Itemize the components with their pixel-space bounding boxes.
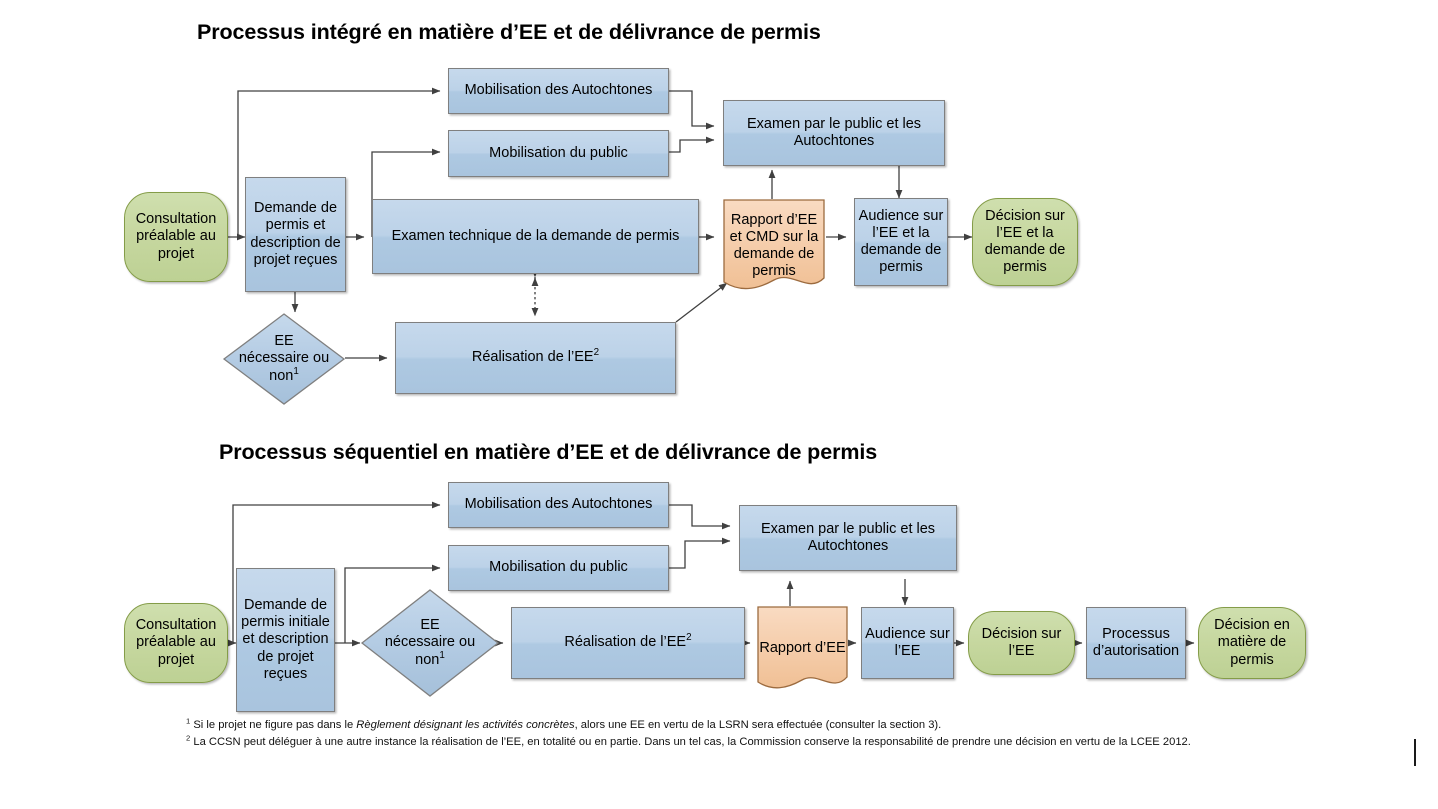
d2-label-mob-public: Mobilisation du public: [489, 559, 628, 576]
d2-node-rapport-ee[interactable]: Rapport d’EE: [756, 605, 849, 693]
d2-node-processus-autorisation[interactable]: Processus d’autorisation: [1086, 607, 1186, 679]
d2-label-mob-autochtones: Mobilisation des Autochtones: [464, 496, 653, 513]
d1-node-rapport-ee-cmd[interactable]: Rapport d’EE et CMD sur la demande de pe…: [722, 198, 826, 294]
diamond-shape-icon: [222, 313, 346, 405]
d1-node-demande-permis[interactable]: Demande de permis et description de proj…: [245, 177, 346, 292]
d1-node-realisation-ee[interactable]: Réalisation de l’EE2: [395, 322, 676, 394]
d1-realisation-footnote-marker: 2: [593, 347, 600, 359]
d2-label-audience: Audience sur l’EE: [865, 625, 950, 659]
d2-node-mobilisation-public[interactable]: Mobilisation du public: [448, 545, 669, 591]
d2-node-decision-ee[interactable]: Décision sur l’EE: [968, 611, 1075, 675]
d2-realisation-text: Réalisation de l’EE: [564, 634, 687, 651]
d1-label-rapport: Rapport d’EE et CMD sur la demande de pe…: [729, 211, 819, 280]
d2-label-consultation: Consultation préalable au projet: [135, 617, 217, 668]
d1-diamond-footnote-marker: 1: [293, 365, 299, 377]
d2-node-examen-public-autochtones[interactable]: Examen par le public et les Autochtones: [739, 505, 957, 571]
d1-node-mobilisation-autochtones[interactable]: Mobilisation des Autochtones: [448, 68, 669, 114]
d1-node-mobilisation-public[interactable]: Mobilisation du public: [448, 130, 669, 177]
footnote-2: 2 La CCSN peut déléguer à une autre inst…: [186, 734, 1396, 751]
d2-label-processus-autorisation: Processus d’autorisation: [1092, 625, 1180, 659]
d1-realisation-text: Réalisation de l’EE: [471, 349, 594, 366]
d2-label-realisation: Réalisation de l’EE2: [561, 632, 694, 651]
d2-label-diamond: EE nécessaire ou non1: [382, 617, 478, 668]
d2-diamond-line1: EE: [420, 617, 440, 634]
d2-diamond-footnote-marker: 1: [439, 649, 445, 661]
footnote-2-text: La CCSN peut déléguer à une autre instan…: [190, 736, 1191, 749]
d2-realisation-footnote-marker: 2: [686, 632, 692, 644]
d2-label-rapport: Rapport d’EE: [759, 640, 846, 657]
d1-label-realisation: Réalisation de l’EE2: [469, 347, 602, 366]
diagram1-title: Processus intégré en matière d’EE et de …: [197, 20, 821, 44]
d2-node-decision-permis[interactable]: Décision en matière de permis: [1198, 607, 1306, 679]
d2-label-demande: Demande de permis initiale et descriptio…: [241, 597, 330, 682]
d2-label-examen-public: Examen par le public et les Autochtones: [760, 520, 936, 554]
d2-node-consultation-prealable[interactable]: Consultation préalable au projet: [124, 603, 228, 683]
d1-node-decision-ee-necessaire[interactable]: EE nécessaire ou non1: [222, 312, 346, 406]
d2-node-demande-permis-initiale[interactable]: Demande de permis initiale et descriptio…: [236, 568, 335, 712]
d2-diamond-line2: nécessaire ou: [384, 634, 476, 651]
d2-node-audience-ee[interactable]: Audience sur l’EE: [861, 607, 954, 679]
d1-label-audience: Audience sur l’EE et la demande de permi…: [858, 207, 944, 276]
d1-label-diamond: EE nécessaire ou non1: [236, 333, 332, 384]
document-shape-icon: [723, 199, 825, 290]
d1-label-consultation: Consultation préalable au projet: [135, 211, 217, 262]
footnote-1: 1 Si le projet ne figure pas dans le Règ…: [186, 717, 1396, 734]
d1-label-examen-technique: Examen technique de la demande de permis: [391, 227, 680, 244]
d1-diamond-line1: EE: [274, 333, 294, 350]
d1-label-demande: Demande de permis et description de proj…: [250, 200, 341, 268]
d1-diamond-line2: nécessaire ou: [238, 350, 330, 367]
d2-label-decision-ee: Décision sur l’EE: [981, 625, 1062, 659]
d1-node-audience-ee-permis[interactable]: Audience sur l’EE et la demande de permi…: [854, 198, 948, 286]
footnote-2-marker: 2: [186, 733, 191, 743]
footnote-1-marker: 1: [186, 716, 191, 726]
d1-diamond-line3: non: [269, 367, 294, 384]
d2-node-decision-ee-necessaire[interactable]: EE nécessaire ou non1: [360, 588, 500, 698]
text-cursor-caret: [1414, 739, 1416, 766]
d1-node-consultation-prealable[interactable]: Consultation préalable au projet: [124, 192, 228, 282]
document-shape-icon: [757, 606, 848, 689]
d1-label-mob-autochtones: Mobilisation des Autochtones: [464, 82, 653, 99]
d1-label-decision: Décision sur l’EE et la demande de permi…: [984, 207, 1066, 276]
d1-node-decision-ee-permis[interactable]: Décision sur l’EE et la demande de permi…: [972, 198, 1078, 286]
d2-node-realisation-ee[interactable]: Réalisation de l’EE2: [511, 607, 745, 679]
footnote-1-italic: Règlement désignant les activités concrè…: [356, 719, 575, 731]
d1-node-examen-technique[interactable]: Examen technique de la demande de permis: [372, 199, 699, 274]
d2-node-mobilisation-autochtones[interactable]: Mobilisation des Autochtones: [448, 482, 669, 528]
diagram2-title: Processus séquentiel en matière d’EE et …: [219, 440, 878, 464]
footnotes: 1 Si le projet ne figure pas dans le Règ…: [186, 717, 1396, 751]
d2-diamond-line3: non: [415, 651, 440, 668]
d1-node-examen-public-autochtones[interactable]: Examen par le public et les Autochtones: [723, 100, 945, 166]
footnote-1-text-b: , alors une EE en vertu de la LSRN sera …: [574, 719, 942, 731]
footnote-1-text-a: Si le projet ne figure pas dans le: [190, 719, 357, 731]
d2-label-decision-permis: Décision en matière de permis: [1214, 617, 1290, 668]
d1-label-examen-public: Examen par le public et les Autochtones: [746, 115, 922, 149]
d1-label-mob-public: Mobilisation du public: [489, 144, 628, 161]
